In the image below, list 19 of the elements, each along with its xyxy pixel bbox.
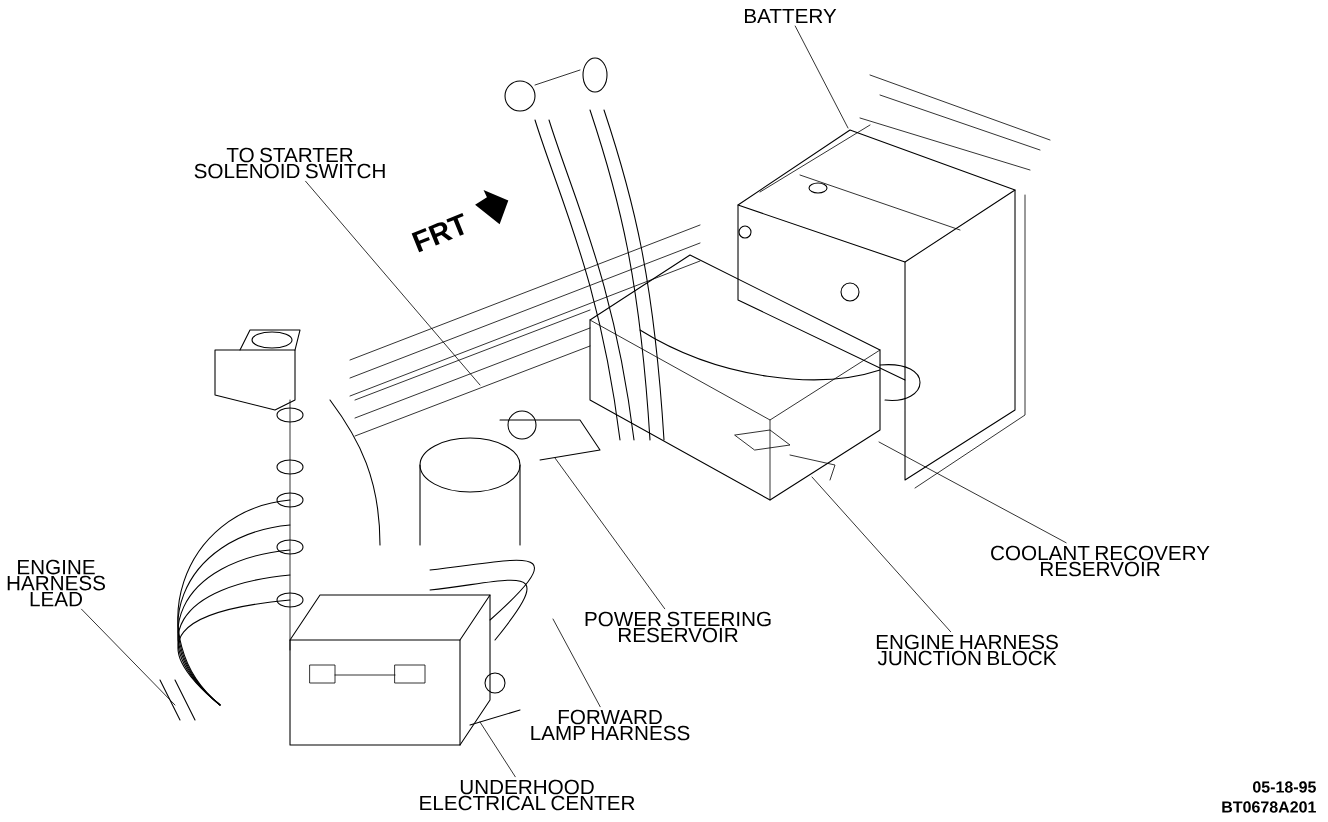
leader-line [554, 457, 666, 610]
callout-label: TO STARTER SOLENOID SWITCH [194, 147, 385, 179]
callout-label: ENGINE HARNESS JUNCTION BLOCK [876, 634, 1058, 666]
leader-line [552, 618, 601, 708]
leader-line [479, 721, 516, 778]
callout-label: POWER STEERING RESERVOIR [585, 611, 771, 643]
leader-line [794, 25, 849, 129]
drawing-number: BT0678A201 [1222, 801, 1316, 813]
callout-label: BATTERY [745, 8, 837, 24]
callout-label: COOLANT RECOVERY RESERVOIR [991, 545, 1210, 577]
leader-line [878, 441, 1067, 544]
leader-line [305, 180, 481, 386]
drawing-date: 05-18-95 [1253, 781, 1316, 793]
callout-label: UNDERHOOD ELECTRICAL CENTER [420, 779, 635, 811]
callout-label: FORWARD LAMP HARNESS [531, 709, 690, 741]
direction-label: FRT [411, 213, 464, 253]
callout-label: ENGINE HARNESS LEAD [7, 559, 105, 607]
leader-line [811, 476, 952, 633]
leader-line [81, 608, 176, 706]
